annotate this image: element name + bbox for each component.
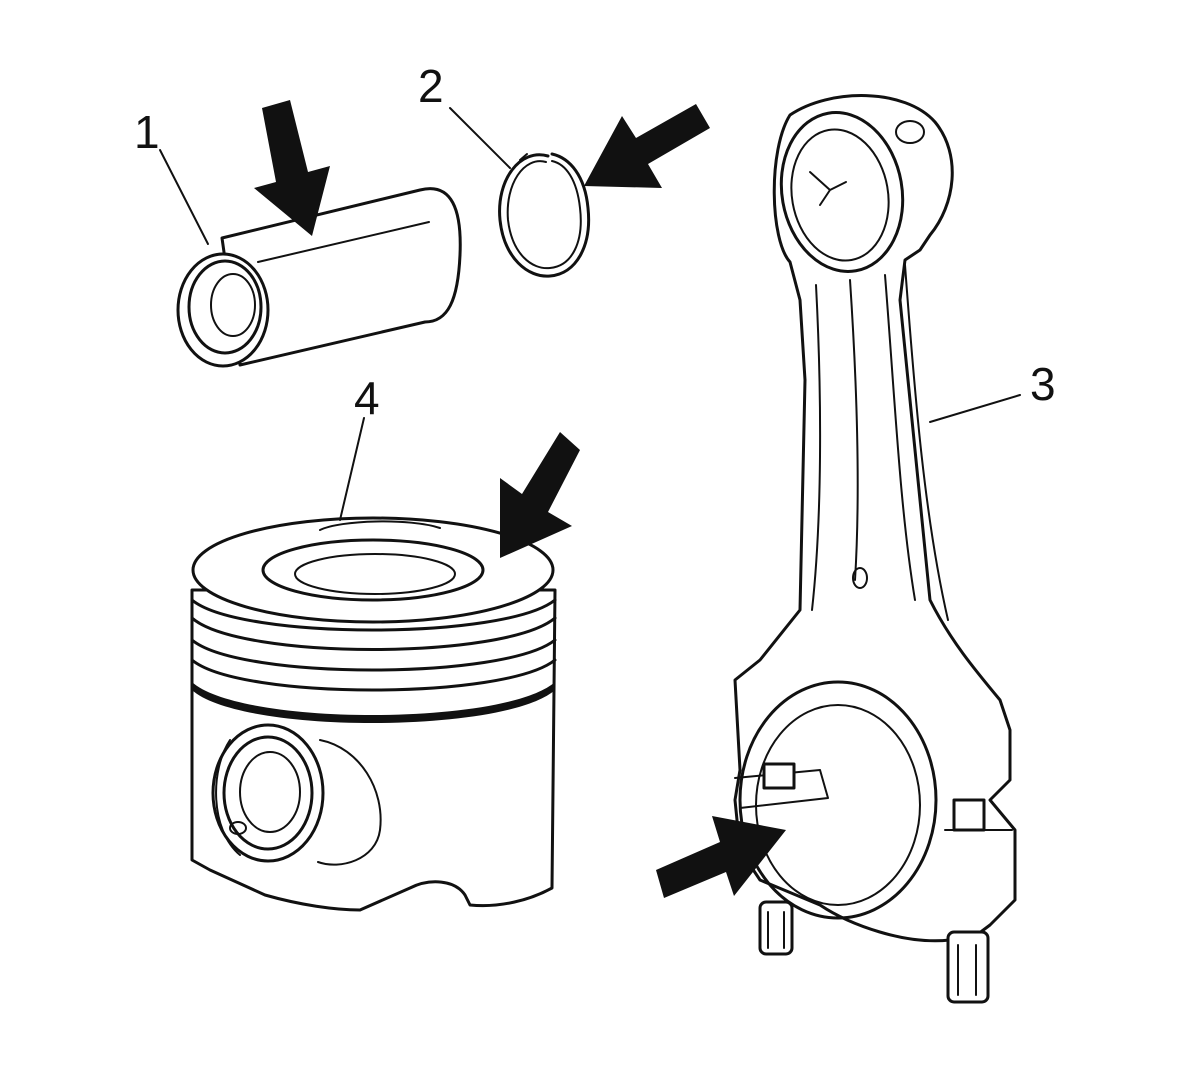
arrow-down-left-icon	[500, 432, 580, 558]
piston-pin	[176, 187, 462, 368]
callout-1: 1	[134, 106, 160, 158]
connecting-rod	[733, 94, 1017, 1004]
piston	[190, 516, 557, 912]
arrow-up-right-icon	[656, 816, 786, 898]
callout-3: 3	[1030, 358, 1056, 410]
arrow-down-icon	[254, 100, 330, 236]
callout-2: 2	[418, 60, 444, 112]
leader-lines	[159, 107, 1021, 521]
arrow-down-left-icon	[584, 104, 710, 188]
callout-4: 4	[354, 372, 380, 424]
retaining-ring	[498, 152, 591, 278]
